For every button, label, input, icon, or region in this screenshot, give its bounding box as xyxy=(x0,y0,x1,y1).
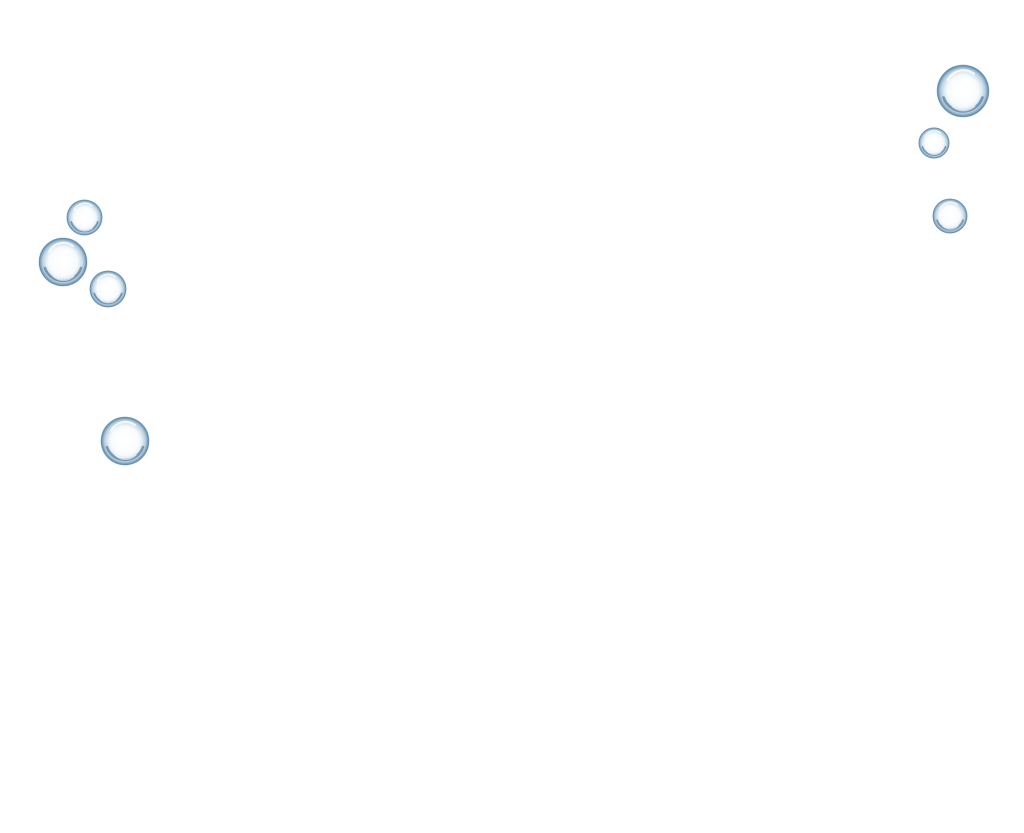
bubble-icon xyxy=(66,199,103,236)
bubble-icon xyxy=(918,127,950,159)
bubble-icon xyxy=(100,416,150,466)
water-bubble-4 xyxy=(66,199,103,236)
bubble-icon xyxy=(38,237,88,287)
bubble-icon xyxy=(932,198,968,234)
water-bubble-7 xyxy=(100,416,150,466)
water-bubble-6 xyxy=(89,270,127,308)
bubble-icon xyxy=(89,270,127,308)
water-bubble-2 xyxy=(918,127,950,159)
water-bubble-3 xyxy=(932,198,968,234)
water-bubble-5 xyxy=(38,237,88,287)
bubble-icon xyxy=(936,64,990,118)
water-bubble-1 xyxy=(936,64,990,118)
